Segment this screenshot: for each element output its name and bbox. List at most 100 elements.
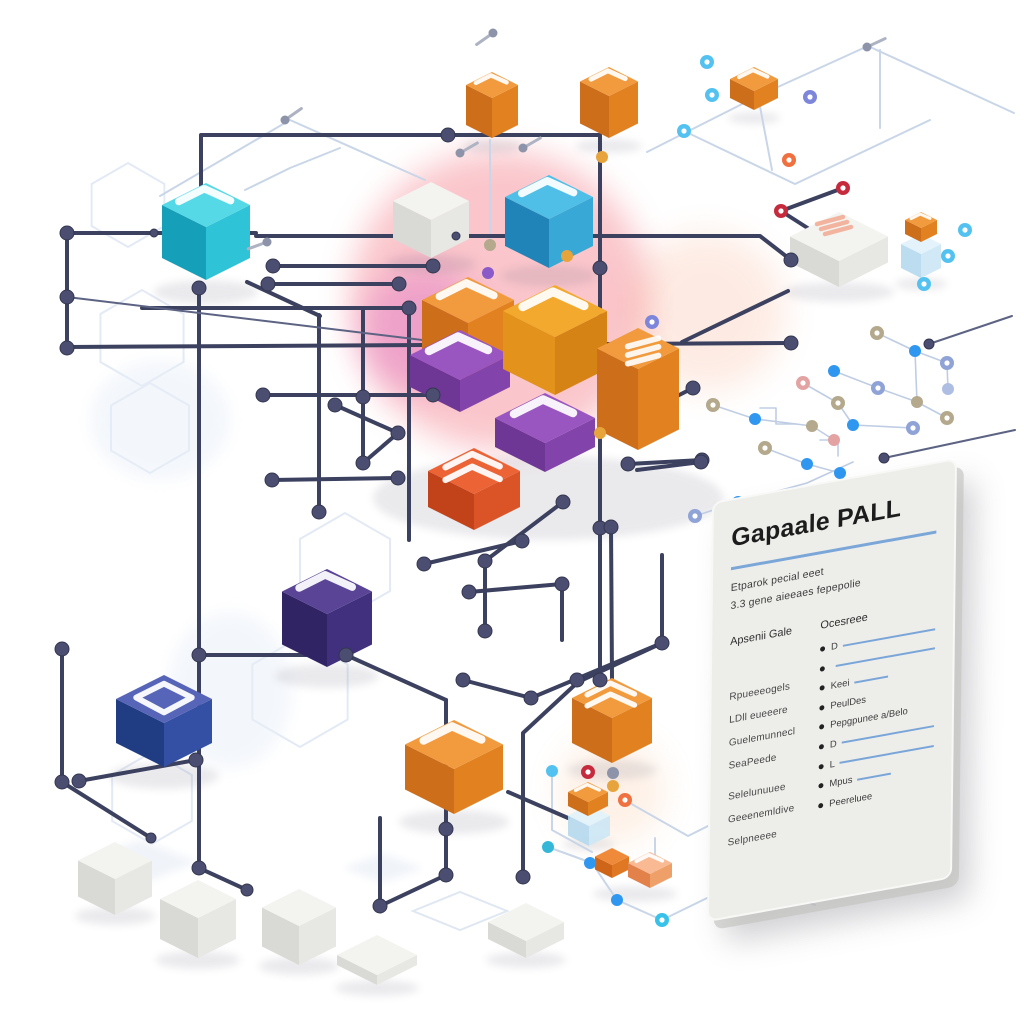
cube-left-face: [505, 197, 549, 268]
cube-right-face: [754, 79, 778, 110]
cube-top-face: [337, 935, 417, 975]
connector-line: [506, 790, 570, 820]
cube-highlight: [424, 332, 493, 356]
cube-shadow: [593, 886, 677, 902]
cube-top-face: [580, 67, 638, 96]
cube-left-face: [405, 744, 454, 814]
card-bullet-text: D: [829, 738, 837, 751]
network-dot: [594, 427, 606, 439]
cube-right-face: [526, 922, 564, 958]
network-dot-hole: [709, 92, 715, 98]
connector-node: [191, 647, 207, 663]
network-dot-hole: [692, 513, 698, 519]
network-dot: [584, 857, 596, 869]
cube-shadow: [335, 980, 419, 996]
connector-line: [245, 280, 322, 318]
connector-node: [620, 456, 636, 472]
cube-cluster-red-bottom: [428, 448, 520, 530]
connector-node: [555, 494, 571, 510]
cube-shadow: [486, 952, 566, 968]
network-dot: [607, 780, 619, 792]
cube-right-face: [377, 955, 417, 985]
cube-left-face: [595, 856, 612, 878]
cube-stripe: [624, 343, 662, 358]
card-list-item: Guelemunnecl: [728, 726, 796, 749]
mesh-wire: [914, 350, 918, 403]
cube-indigo-cube: [116, 675, 212, 767]
cube-orange-cube-bottom-right: [572, 678, 652, 763]
network-dot-hole: [762, 445, 768, 451]
bullet-underline: [857, 772, 892, 781]
connector-node: [390, 470, 406, 486]
light-wires: [159, 45, 1015, 921]
connector-node: [59, 225, 75, 241]
bullet-icon: [820, 646, 826, 652]
cube-highlight: [509, 395, 578, 419]
cube-right-face: [492, 85, 518, 138]
bullet-underline: [841, 725, 934, 745]
cube-white-cube-b3: [262, 889, 336, 965]
connector-node: [592, 260, 608, 276]
connector-line: [680, 289, 790, 344]
comet-dot: [262, 237, 272, 247]
network-dot-hole: [807, 94, 813, 100]
connector-line: [422, 539, 524, 566]
card-title: Gapaale PALL: [731, 493, 902, 553]
ghost-tile: [343, 853, 423, 883]
cube-shadow: [784, 282, 894, 302]
network-dot: [561, 250, 573, 262]
network-dot: [801, 458, 813, 470]
network-dot-hole: [910, 425, 916, 431]
network-dot: [611, 894, 623, 906]
comet-dots: [246, 28, 887, 251]
card-list-item: Selelunuuee: [728, 781, 786, 803]
cube-glass-cube-right: [901, 234, 941, 278]
cube-right-face: [198, 899, 236, 958]
cube-right-face: [206, 205, 250, 280]
cube-highlight: [584, 680, 638, 698]
cube-dark-purple-cube: [282, 569, 372, 667]
light-wire: [646, 45, 1015, 153]
network-dot-hole: [649, 319, 655, 325]
cube-shadow: [154, 280, 258, 304]
comet-dot: [455, 148, 465, 158]
bullet-icon: [819, 704, 825, 711]
cube-top-face: [405, 720, 503, 769]
cube-stripe: [624, 335, 662, 350]
cube-highlight: [133, 680, 195, 716]
connector-line: [270, 476, 400, 482]
light-wire: [683, 119, 931, 185]
connector-node: [654, 635, 670, 651]
connector-node: [260, 276, 276, 292]
connector-node: [338, 647, 354, 663]
bullet-icon: [818, 782, 824, 789]
network-dot: [546, 765, 558, 777]
cube-highlight: [419, 722, 486, 745]
card-list-item: LDll eueeere: [729, 704, 788, 726]
network-dot: [607, 767, 619, 779]
comet-dot: [488, 28, 498, 38]
bullet-icon: [819, 665, 825, 672]
network-dots: [482, 55, 972, 927]
connector-node: [569, 672, 585, 688]
connector-node: [149, 228, 159, 238]
cube-top-face: [466, 72, 518, 98]
connector-node: [438, 867, 454, 883]
bullet-icon: [818, 802, 824, 809]
cube-right-face: [164, 699, 212, 767]
network-dot-hole: [659, 917, 665, 923]
cube-top-face: [410, 330, 510, 380]
network-dot-hole: [875, 385, 881, 391]
network-dot-hole: [704, 59, 710, 65]
ghost-tile-outline: [410, 890, 510, 932]
card-list-item: Geeenemldive: [727, 802, 795, 826]
network-dot-hole: [622, 797, 628, 803]
connector-node: [355, 389, 371, 405]
bullet-underline: [854, 675, 889, 684]
cube-mark: [818, 219, 850, 232]
connector-node: [603, 519, 619, 535]
network-dot-hole: [944, 360, 950, 366]
connector-node: [372, 898, 388, 914]
connector-node: [440, 127, 456, 143]
